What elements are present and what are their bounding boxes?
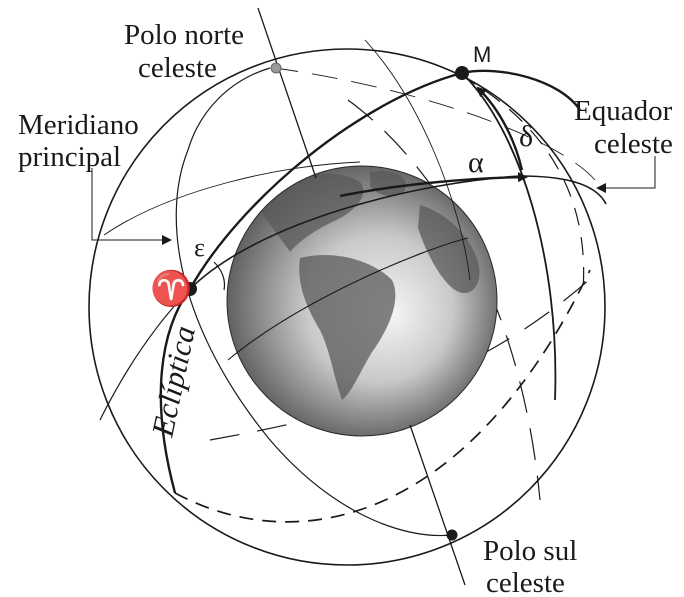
delta-label: δ [519,120,533,153]
north-pole-label-line2: celeste [138,52,217,84]
point-m-marker [455,66,469,80]
earth-globe [226,165,498,437]
vernal-point-label: ♈ [150,269,192,308]
alpha-label: α [468,146,484,179]
south-pole-label-line1: Polo sul [483,535,577,567]
equator-back-arc [274,67,596,181]
point-m-label: M [473,42,491,67]
front-arcs [99,7,607,586]
meridian-pointer [91,168,172,245]
celestial-sphere [88,48,606,566]
ecliptic-upper-front [188,69,581,290]
celestial-equator-front [189,175,607,290]
ecliptic-label: Eclíptica [144,323,202,441]
alpha-arrow [339,172,528,198]
delta-arrow [476,86,524,171]
equator-label-line2: celeste [594,128,673,160]
equator-label-line1: Equador [574,95,673,127]
epsilon-angle-arc [213,261,226,291]
globe-equator-line [227,237,469,361]
meridian-label-line1: Meridiano [18,109,139,141]
south-celestial-pole-marker [446,529,458,541]
meridian-upper [187,67,271,151]
rotation-axis [257,7,466,586]
north-america-landmass [262,173,364,252]
meridian-label-line2: principal [18,141,121,173]
hour-circle-front [461,72,557,401]
equator-pointer [596,156,656,193]
back-meridian-front [364,39,471,281]
north-celestial-pole-marker [270,62,282,74]
hour-circle-back-arc [459,74,585,291]
ecliptic-back-arc [174,269,591,523]
vernal-point-marker [183,282,197,296]
prime-meridian [175,149,453,537]
lower-equator-front [99,288,191,421]
south-pole-label-line2: celeste [486,567,565,597]
equator-front-arc [103,161,361,236]
epsilon-label: ε [194,233,205,262]
north-pole-label-line1: Polo norte [124,19,244,51]
ecliptic-front [159,288,191,494]
africa-landmass [418,205,480,294]
south-america-landmass [299,254,396,400]
